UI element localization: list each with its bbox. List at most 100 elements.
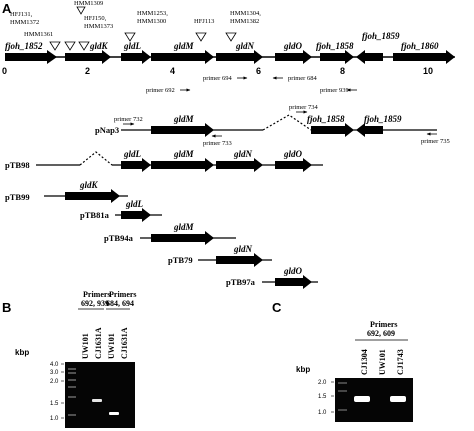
ladder-size-label: 1.0 [318,410,327,416]
gene-arrow-gldo [275,275,312,289]
insertion-label: HMM1382 [230,18,259,25]
primer-group-label: Primers [109,290,137,299]
construct-gene-label: gldM [173,222,195,232]
insertion-label: HMM1361 [24,31,53,38]
construct-label-ptb94a: pTB94a [104,233,134,243]
map-gene-label: gldL [123,41,142,51]
gene-arrow-gldm [151,231,214,245]
construct-label-ptb79: pTB79 [168,255,193,265]
ladder-size-label: 1.5 [50,401,59,407]
insertion-label: HMM1373 [84,23,113,30]
primer-label: primer 735 [421,138,450,145]
insertion-triangle [76,6,86,15]
construct-gene-label: gldN [233,149,253,159]
construct-gene-label: gldK [79,180,99,190]
map-gene-label: gldO [283,41,303,51]
map-gene-label: fjoh_1852 [5,41,43,51]
insertion-label: HMM1253, [137,10,168,17]
gel-lane-label: CJ1631A [120,327,129,359]
construct-gene-label: gldO [283,266,303,276]
map-gene-label: fjoh_1858 [316,41,354,51]
primer-group-label: 692, 609 [367,329,395,338]
gene-arrow-gldk [65,189,120,203]
construct-label-ptb99: pTB99 [5,192,30,202]
insertion-triangle [64,41,76,51]
scale-tick: 6 [256,66,261,76]
construct-label-ptb81a: pTB81a [80,210,110,220]
ladder-size-label: 2.0 [50,379,59,385]
scale-tick: 10 [423,66,433,76]
primer-group-label: Primers [370,320,398,329]
primer-label: primer 732 [114,116,143,123]
gene-arrow-gldl [121,208,151,222]
insertion-label: HMM1309 [74,0,103,7]
gene-arrow-fjoh-1859 [356,50,383,64]
primer-group-label: 692, 939 [81,299,109,308]
construct-gene-label: gldO [283,149,303,159]
gene-arrow-gldo [275,158,312,172]
gel-image-b [65,362,135,428]
insertion-triangle [124,32,136,42]
insertion-label: HFJ113 [194,18,214,25]
kbp-axis-label: kbp [296,365,310,374]
gene-arrow-fjoh-1852 [5,50,57,64]
gel-band [390,396,406,402]
map-gene-label: fjoh_1859 [362,31,400,41]
construct-gene-label: gldM [173,149,195,159]
primer-group-label: 684, 694 [106,299,134,308]
deletion-dashed-line [79,151,113,166]
insertion-triangle [78,41,90,51]
construct-gene-label: gldL [123,149,142,159]
gel-lane-label: CJ1743 [396,349,405,375]
construct-label-ptb98: pTB98 [5,160,30,170]
insertion-label: HMM1304, [230,10,261,17]
construct-gene-label: fjoh_1858 [307,114,345,124]
insertion-triangle [195,32,207,42]
scale-tick: 8 [340,66,345,76]
insertion-label: HMM1372 [10,19,39,26]
primer-label: primer 939 [320,87,349,94]
primer-label: primer 692 [146,87,175,94]
primer-label: primer 684 [288,75,317,82]
panel-b-letter: B [2,300,11,315]
gene-arrow-gldo [275,50,312,64]
construct-gene-label: gldL [125,199,144,209]
gene-arrow-gldl [121,50,151,64]
map-gene-label: gldM [173,41,195,51]
insertion-triangle [49,41,61,51]
gel-lane-label: UW101 [107,333,116,359]
gel-lane-label: CJ1304 [360,349,369,375]
gel-band [109,412,119,415]
primer-label: primer 733 [203,140,232,147]
gel-lane-label: CJ1631A [94,327,103,359]
ladder-size-label: 3.0 [50,370,59,376]
gene-arrow-gldn [216,158,263,172]
primer-group-label: Primers [83,290,111,299]
gel-band [354,396,370,402]
gene-arrow-gldm [151,158,214,172]
primer-label: primer 694 [203,75,232,82]
construct-gene-label: gldN [233,244,253,254]
scale-tick: 4 [170,66,175,76]
insertion-triangle [225,32,237,42]
insertion-label: HFJ150, [84,15,107,22]
construct-label-ptb97a: pTB97a [226,277,256,287]
gene-arrow-fjoh-1859 [356,123,383,137]
primer-label: primer 734 [289,104,318,111]
gene-arrow-gldm [151,50,214,64]
gel-band [92,399,102,402]
gene-arrow-gldn [216,50,263,64]
gene-arrow-gldl [121,158,151,172]
gel-lane-label: UW101 [378,349,387,375]
insertion-label: HFJ131, [10,11,33,18]
ladder-size-label: 1.5 [318,394,327,400]
map-gene-label: gldK [89,41,109,51]
panel-c-letter: C [272,300,282,315]
ladder-size-label: 4.0 [50,362,59,368]
gene-arrow-gldm [151,123,214,137]
panel-a-letter: A [2,1,12,16]
gene-arrow-gldn [216,253,263,267]
gene-arrow-fjoh-1858 [320,50,354,64]
map-gene-label: gldN [235,41,255,51]
